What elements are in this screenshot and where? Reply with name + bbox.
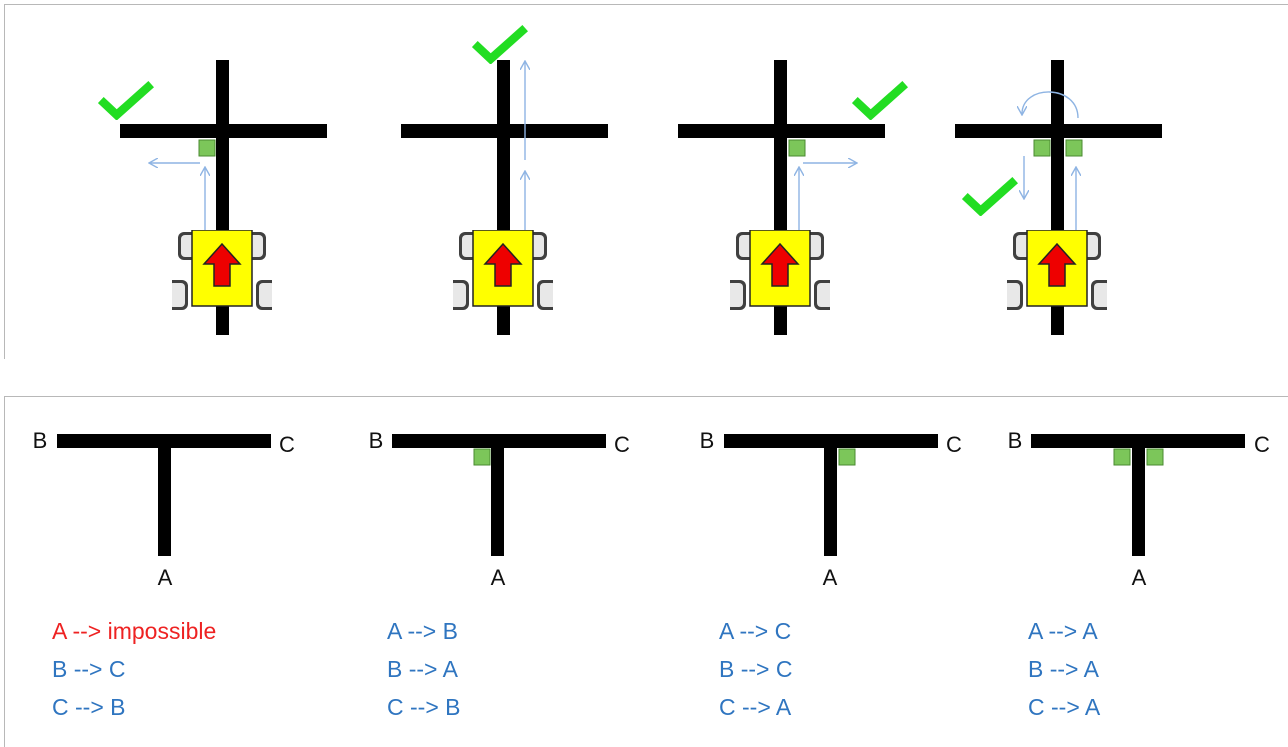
top-diagram-1 (101, 60, 327, 335)
rule-text: C --> B (387, 694, 461, 720)
label-a: A (490, 565, 506, 590)
t-diagram-4 (1031, 434, 1245, 556)
green-marker (788, 139, 806, 157)
track-horizontal (57, 434, 271, 448)
green-marker (838, 448, 856, 466)
label-b: B (1007, 428, 1023, 453)
label-a: A (822, 565, 838, 590)
track-vertical (491, 448, 504, 556)
rule-text: A --> B (387, 618, 458, 644)
track-vertical (1132, 448, 1145, 556)
robot-icon (1007, 230, 1107, 310)
rule-text: C --> B (52, 694, 126, 720)
track-horizontal (724, 434, 938, 448)
track-vertical (158, 448, 171, 556)
track-horizontal (392, 434, 606, 448)
rule-text: C --> A (1028, 694, 1101, 720)
checkmark-icon (965, 180, 1015, 211)
green-marker (1113, 448, 1131, 466)
robot-icon (453, 230, 553, 310)
green-marker (473, 448, 491, 466)
checkmark-icon (101, 84, 151, 115)
label-a: A (1131, 565, 1147, 590)
label-c: C (1254, 432, 1270, 457)
label-a: A (157, 565, 173, 590)
checkmark-icon (855, 84, 905, 115)
track-vertical (824, 448, 837, 556)
label-b: B (699, 428, 715, 453)
t-diagram-3 (724, 434, 938, 556)
label-b: B (32, 428, 48, 453)
green-marker (1146, 448, 1164, 466)
top-diagram-3 (678, 60, 905, 335)
green-marker (1033, 139, 1051, 157)
rule-text: B --> C (719, 656, 793, 682)
robot-icon (172, 230, 272, 310)
bottom-panel (4, 396, 1288, 747)
label-b: B (368, 428, 384, 453)
u-turn-arrow-icon (1022, 91, 1079, 119)
t-diagram-1 (57, 434, 271, 556)
label-c: C (614, 432, 630, 457)
label-c: C (279, 432, 295, 457)
rule-text: B --> A (1028, 656, 1099, 682)
rule-text: A --> C (719, 618, 792, 644)
checkmark-icon (475, 28, 525, 59)
green-marker (1065, 139, 1083, 157)
label-c: C (946, 432, 962, 457)
green-marker (198, 139, 216, 157)
rule-text: C --> A (719, 694, 792, 720)
top-diagram-4 (955, 60, 1162, 335)
rule-text: A --> impossible (52, 618, 217, 644)
rule-text: B --> C (52, 656, 126, 682)
track-horizontal (1031, 434, 1245, 448)
rule-text: B --> A (387, 656, 458, 682)
top-panel (4, 4, 1288, 359)
rule-text: A --> A (1028, 618, 1098, 644)
t-diagram-2 (392, 434, 606, 556)
top-diagram-2 (401, 28, 608, 335)
robot-icon (730, 230, 830, 310)
